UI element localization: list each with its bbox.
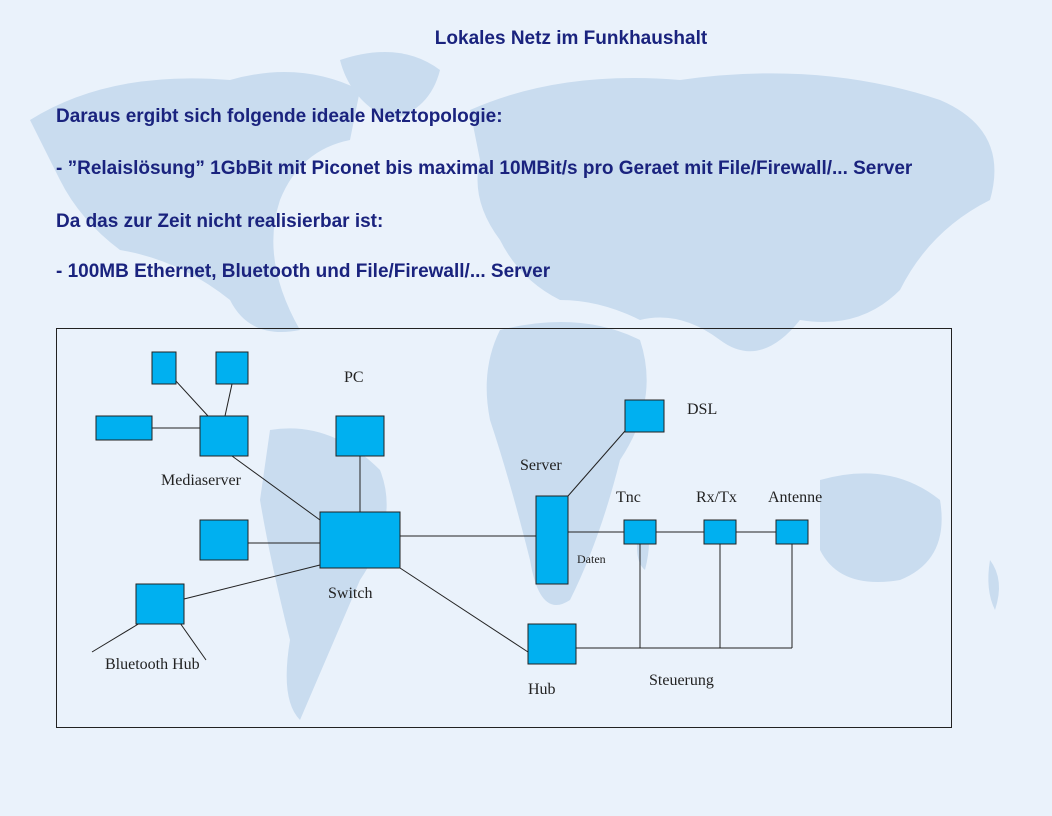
node-rxtx <box>703 519 737 545</box>
label-switch: Switch <box>328 585 373 602</box>
link-server-dsl <box>567 430 626 497</box>
link-mediaserver-switch <box>231 455 321 521</box>
node-dsl <box>624 399 665 433</box>
node-bluetooth-hub <box>135 583 185 625</box>
label-pc: PC <box>344 369 364 386</box>
link-switch-hub <box>399 567 529 653</box>
label-rxtx: Rx/Tx <box>696 489 737 506</box>
link-bthub-right <box>179 622 207 661</box>
text-line-3: Da das zur Zeit nicht realisierbar ist: <box>56 211 384 232</box>
node-hub <box>527 623 577 665</box>
node-antenne <box>775 519 809 545</box>
text-line-1: Daraus ergibt sich folgende ideale Netzt… <box>56 106 503 127</box>
node-device <box>199 519 249 561</box>
label-server: Server <box>520 457 562 474</box>
node-small-3 <box>95 415 153 441</box>
label-mediaserver: Mediaserver <box>161 472 241 489</box>
label-dsl: DSL <box>687 401 718 418</box>
page-title: Lokales Netz im Funkhaushalt <box>434 28 708 49</box>
text-line-2: - ”Relaislösung” 1GbBit mit Piconet bis … <box>56 158 913 179</box>
label-steuerung: Steuerung <box>649 672 714 689</box>
node-small-1 <box>151 351 177 385</box>
node-mediaserver <box>199 415 249 457</box>
label-bluetooth-hub: Bluetooth Hub <box>105 656 200 673</box>
link-bthub-switch <box>183 564 321 600</box>
label-daten: Daten <box>577 552 606 566</box>
label-tnc: Tnc <box>616 489 641 506</box>
text-line-4: - 100MB Ethernet, Bluetooth und File/Fir… <box>56 261 551 282</box>
diagram-frame <box>56 328 952 728</box>
node-pc <box>335 415 385 457</box>
link-bthub-left <box>91 622 141 653</box>
link-small2-mediaserver <box>224 383 233 417</box>
label-antenne: Antenne <box>768 489 823 506</box>
node-switch <box>319 511 401 569</box>
node-small-2 <box>215 351 249 385</box>
node-server <box>535 495 569 585</box>
label-hub: Hub <box>528 681 556 698</box>
node-tnc <box>623 519 657 545</box>
